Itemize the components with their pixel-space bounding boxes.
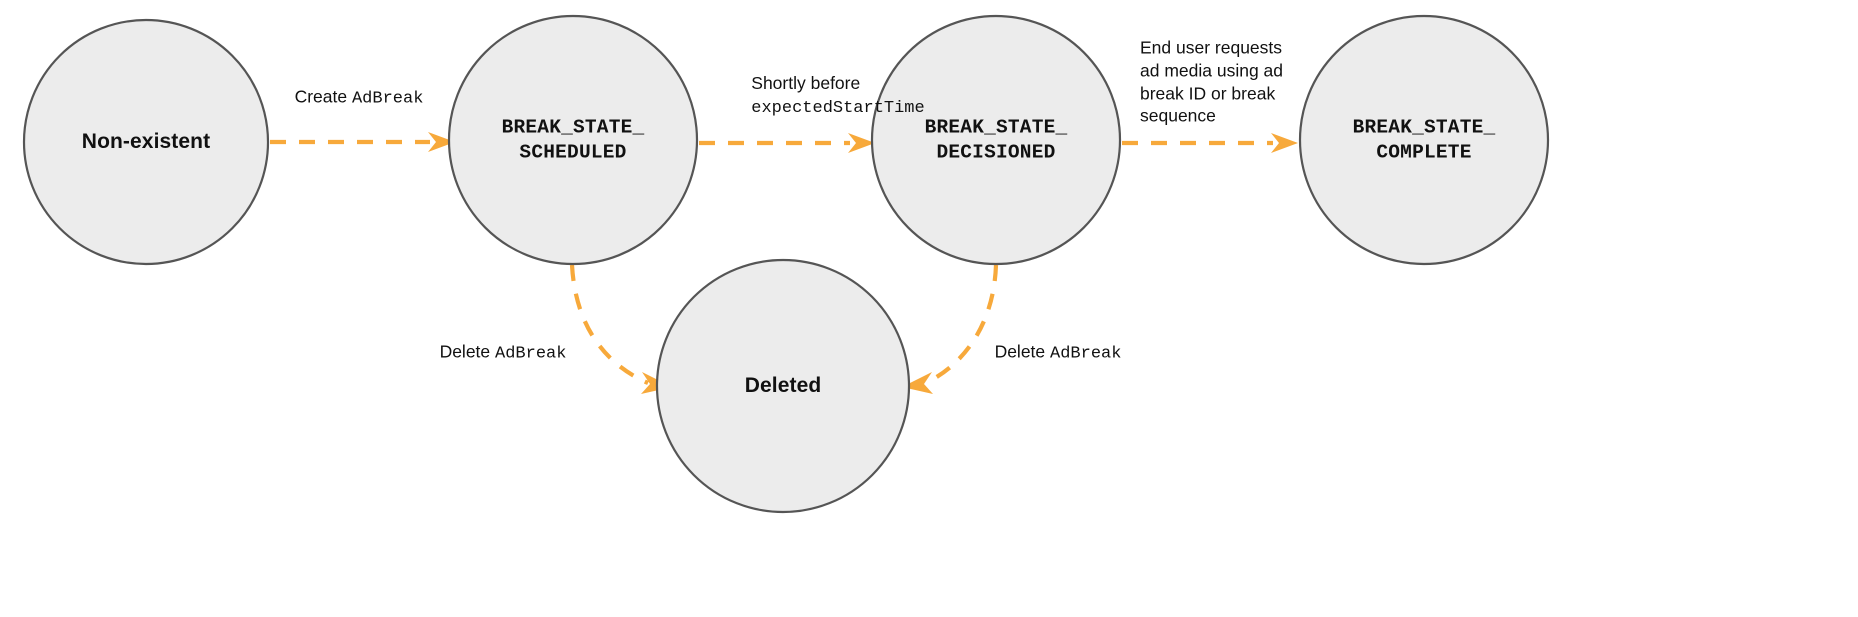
node-break-state-decisioned[interactable] (870, 14, 1122, 266)
node-deleted[interactable] (655, 258, 911, 514)
edge-delete-from-decisioned-line (925, 264, 999, 385)
node-non-existent[interactable] (22, 18, 270, 266)
edge-delete-from-decisioned (902, 264, 999, 394)
node-break-state-scheduled[interactable] (447, 14, 699, 266)
edge-end-user-requests (1122, 133, 1298, 153)
edge-create-adbreak (270, 132, 455, 152)
edge-create-adbreak-arrowhead (428, 132, 455, 152)
edge-shortly-before (699, 133, 875, 153)
edge-shortly-before-arrowhead (848, 133, 875, 153)
edge-end-user-requests-arrowhead (1271, 133, 1298, 153)
edge-delete-from-scheduled-line (569, 264, 649, 385)
node-break-state-complete[interactable] (1298, 14, 1550, 266)
